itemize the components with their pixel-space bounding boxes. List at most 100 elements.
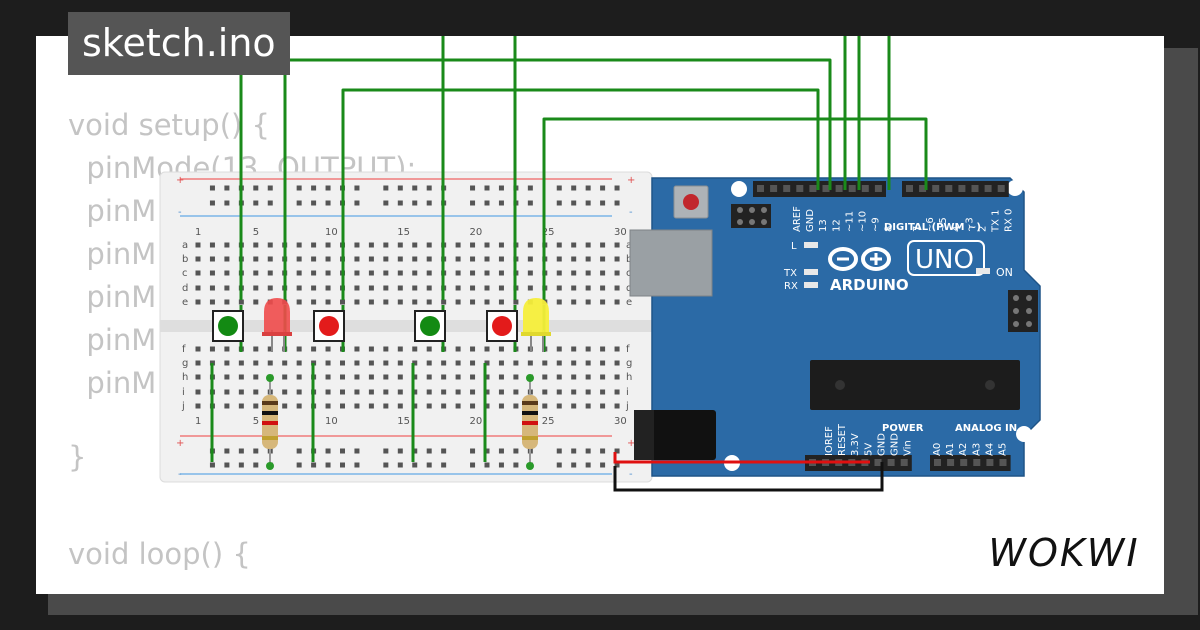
breadboard-hole[interactable] — [224, 462, 230, 468]
header-pin[interactable] — [973, 459, 981, 466]
breadboard-hole[interactable] — [296, 299, 302, 305]
breadboard-hole[interactable] — [441, 299, 447, 305]
breadboard-hole[interactable] — [354, 403, 360, 409]
breadboard-hole[interactable] — [571, 389, 577, 395]
breadboard-hole[interactable] — [412, 374, 418, 380]
header-pin[interactable] — [960, 459, 968, 466]
breadboard-hole[interactable] — [397, 448, 403, 454]
breadboard-hole[interactable] — [340, 374, 345, 380]
header-pin[interactable] — [822, 185, 830, 192]
breadboard-hole[interactable] — [571, 299, 577, 305]
breadboard-hole[interactable] — [340, 299, 345, 305]
breadboard-hole[interactable] — [498, 403, 504, 409]
breadboard-hole[interactable] — [383, 200, 389, 206]
breadboard-hole[interactable] — [556, 448, 562, 454]
breadboard-hole[interactable] — [614, 462, 620, 468]
breadboard-hole[interactable] — [296, 360, 302, 366]
breadboard-hole[interactable] — [224, 346, 230, 352]
header-pin[interactable] — [783, 185, 791, 192]
breadboard-hole[interactable] — [455, 403, 461, 409]
breadboard-hole[interactable] — [325, 346, 331, 352]
breadboard-hole[interactable] — [571, 285, 577, 291]
breadboard-hole[interactable] — [354, 285, 360, 291]
breadboard-hole[interactable] — [441, 374, 447, 380]
breadboard-hole[interactable] — [498, 270, 504, 276]
breadboard-hole[interactable] — [412, 285, 418, 291]
breadboard-hole[interactable] — [224, 374, 230, 380]
breadboard-hole[interactable] — [571, 403, 577, 409]
breadboard-hole[interactable] — [585, 403, 591, 409]
breadboard-hole[interactable] — [513, 299, 519, 305]
breadboard-hole[interactable] — [426, 448, 432, 454]
breadboard-hole[interactable] — [397, 374, 403, 380]
breadboard-hole[interactable] — [397, 185, 403, 191]
breadboard-hole[interactable] — [224, 389, 230, 395]
breadboard-hole[interactable] — [325, 242, 331, 248]
breadboard-hole[interactable] — [527, 256, 533, 262]
breadboard-hole[interactable] — [571, 270, 577, 276]
breadboard-hole[interactable] — [397, 346, 403, 352]
breadboard-hole[interactable] — [600, 389, 606, 395]
breadboard-hole[interactable] — [282, 389, 288, 395]
breadboard-hole[interactable] — [311, 285, 317, 291]
breadboard-hole[interactable] — [383, 403, 389, 409]
breadboard-hole[interactable] — [600, 200, 606, 206]
breadboard-hole[interactable] — [600, 403, 606, 409]
breadboard-hole[interactable] — [542, 360, 548, 366]
sketch-filename-tab[interactable]: sketch.ino — [68, 12, 290, 75]
breadboard-hole[interactable] — [209, 242, 215, 248]
breadboard-hole[interactable] — [527, 360, 533, 366]
breadboard-hole[interactable] — [498, 462, 504, 468]
breadboard-hole[interactable] — [267, 242, 273, 248]
breadboard-hole[interactable] — [498, 242, 504, 248]
breadboard-hole[interactable] — [614, 256, 620, 262]
breadboard-hole[interactable] — [441, 389, 447, 395]
breadboard-hole[interactable] — [470, 270, 476, 276]
breadboard-hole[interactable] — [600, 256, 606, 262]
breadboard-hole[interactable] — [455, 242, 461, 248]
breadboard-hole[interactable] — [513, 462, 519, 468]
breadboard-hole[interactable] — [253, 360, 259, 366]
wire-5v-red[interactable] — [613, 452, 870, 464]
breadboard-hole[interactable] — [354, 462, 360, 468]
breadboard-hole[interactable] — [426, 462, 432, 468]
breadboard-hole[interactable] — [296, 448, 302, 454]
breadboard-hole[interactable] — [412, 270, 418, 276]
header-pin[interactable] — [999, 459, 1007, 466]
breadboard-hole[interactable] — [600, 185, 606, 191]
breadboard-hole[interactable] — [498, 200, 504, 206]
breadboard-hole[interactable] — [470, 285, 476, 291]
breadboard-hole[interactable] — [209, 299, 215, 305]
breadboard-hole[interactable] — [600, 374, 606, 380]
breadboard-hole[interactable] — [267, 270, 273, 276]
breadboard-hole[interactable] — [253, 285, 259, 291]
breadboard-hole[interactable] — [470, 256, 476, 262]
breadboard-hole[interactable] — [455, 256, 461, 262]
breadboard-hole[interactable] — [412, 200, 418, 206]
breadboard-hole[interactable] — [614, 299, 620, 305]
breadboard-hole[interactable] — [484, 374, 490, 380]
breadboard-hole[interactable] — [542, 374, 548, 380]
breadboard-hole[interactable] — [209, 185, 215, 191]
breadboard-hole[interactable] — [325, 270, 331, 276]
breadboard-hole[interactable] — [195, 389, 201, 395]
header-pin[interactable] — [809, 185, 817, 192]
breadboard-hole[interactable] — [484, 185, 490, 191]
breadboard-hole[interactable] — [455, 270, 461, 276]
header-pin[interactable] — [934, 459, 941, 466]
breadboard-hole[interactable] — [224, 448, 230, 454]
breadboard-hole[interactable] — [600, 462, 606, 468]
header-pin[interactable] — [835, 185, 843, 192]
breadboard-hole[interactable] — [267, 346, 273, 352]
breadboard-hole[interactable] — [441, 403, 447, 409]
breadboard-hole[interactable] — [585, 389, 591, 395]
breadboard-hole[interactable] — [513, 389, 519, 395]
breadboard-hole[interactable] — [412, 448, 418, 454]
breadboard-hole[interactable] — [383, 242, 389, 248]
breadboard-hole[interactable] — [238, 299, 244, 305]
breadboard-hole[interactable] — [571, 346, 577, 352]
breadboard-hole[interactable] — [354, 185, 360, 191]
breadboard-hole[interactable] — [209, 285, 215, 291]
breadboard-hole[interactable] — [296, 185, 302, 191]
